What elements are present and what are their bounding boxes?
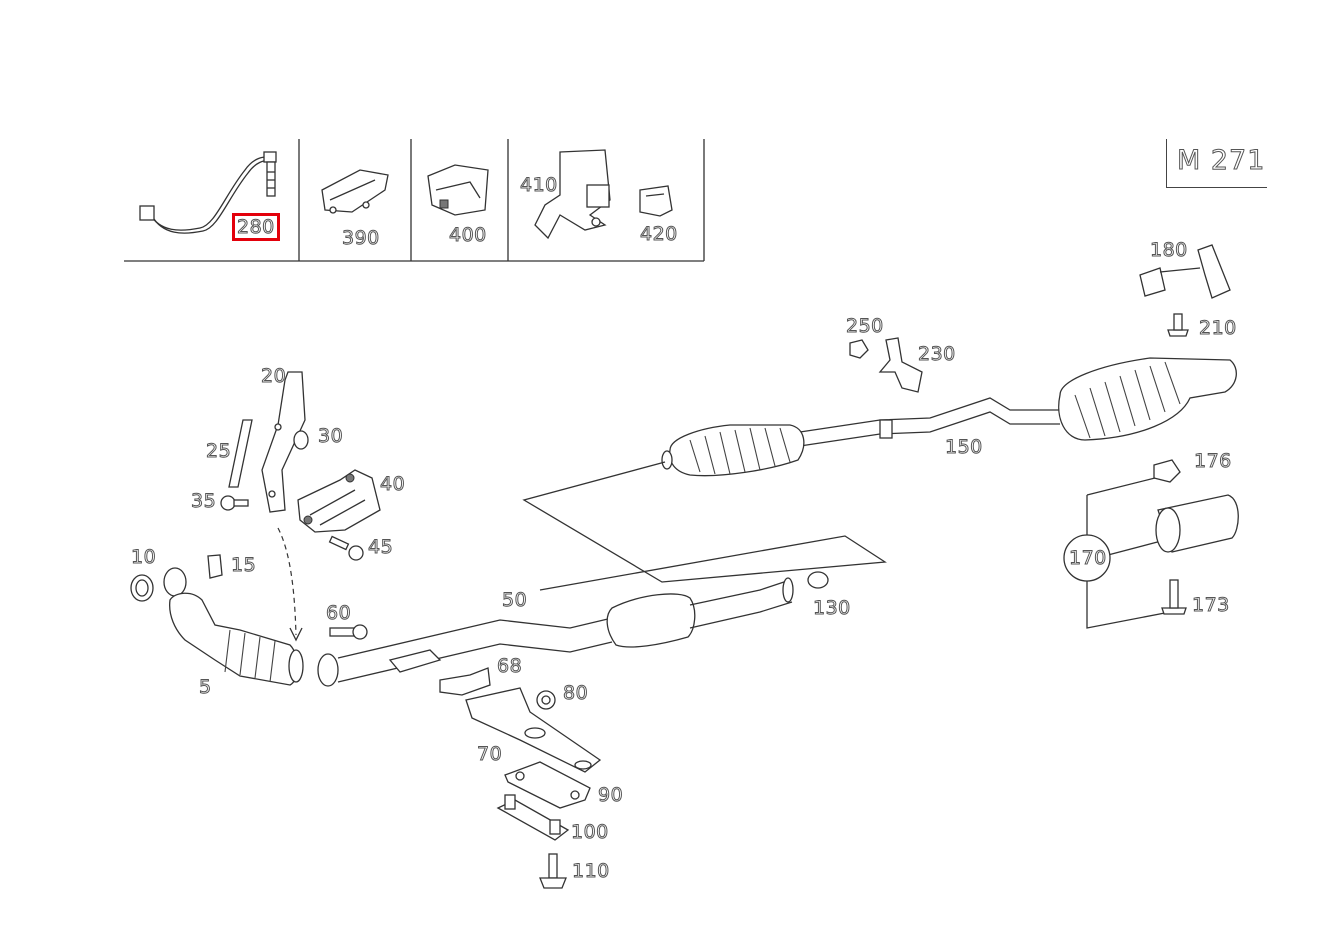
part-label-15[interactable]: 15 [230, 554, 257, 576]
part-label-70[interactable]: 70 [476, 743, 503, 765]
bracket-20-part[interactable] [261, 371, 306, 513]
part-label-180[interactable]: 180 [1150, 239, 1188, 261]
part-label-173[interactable]: 173 [1192, 594, 1230, 616]
tailpipe-170-part[interactable] [1063, 477, 1239, 629]
bracket-70-part[interactable] [465, 687, 602, 773]
part-label-40[interactable]: 40 [379, 473, 406, 495]
part-label-35[interactable]: 35 [190, 490, 217, 512]
part-label-150[interactable]: 150 [945, 436, 983, 458]
part-label-130[interactable]: 130 [813, 597, 851, 619]
part-label-45[interactable]: 45 [367, 536, 394, 558]
part-label-250[interactable]: 250 [846, 315, 884, 337]
part-label-10[interactable]: 10 [130, 546, 157, 568]
bushing-30-part[interactable] [293, 430, 309, 450]
part-label-50[interactable]: 50 [501, 589, 528, 611]
highlight-box [232, 213, 280, 241]
screw-110-part[interactable] [539, 853, 567, 889]
rubber-hanger-180-part[interactable] [1139, 244, 1231, 299]
callout-lines [522, 461, 887, 591]
bracket-390-part[interactable] [321, 169, 389, 214]
clip-176-part[interactable] [1153, 459, 1181, 483]
part-label-280[interactable]: 280 [237, 216, 275, 238]
link-rod-25-part[interactable] [228, 419, 253, 488]
clip-68-part[interactable] [439, 667, 491, 696]
clip-420-part[interactable] [639, 185, 673, 217]
screw-210-part[interactable] [1167, 313, 1189, 337]
rubber-block-100-part[interactable] [496, 794, 570, 841]
plate-90-part[interactable] [504, 761, 591, 809]
part-label-100[interactable]: 100 [571, 821, 609, 843]
nut-250-part[interactable] [849, 339, 869, 359]
gasket-10-part[interactable] [130, 574, 154, 602]
part-label-170[interactable]: 170 [1069, 547, 1107, 569]
bolt-60-part[interactable] [329, 624, 368, 640]
part-label-60[interactable]: 60 [325, 602, 352, 624]
nut-15-part[interactable] [207, 554, 223, 579]
part-label-400[interactable]: 400 [449, 224, 487, 246]
screw-173-part[interactable] [1161, 579, 1187, 615]
engine-code-label: M 271 [1176, 145, 1266, 177]
bolt-35-part[interactable] [220, 495, 249, 511]
dashed-arrow [277, 527, 303, 642]
bracket-400-part[interactable] [427, 164, 489, 216]
part-label-390[interactable]: 390 [342, 227, 380, 249]
rear-silencer-150-part[interactable] [661, 357, 1237, 477]
nut-80-part[interactable] [536, 690, 556, 710]
part-label-410[interactable]: 410 [520, 174, 558, 196]
part-label-25[interactable]: 25 [205, 440, 232, 462]
part-label-230[interactable]: 230 [918, 343, 956, 365]
part-label-30[interactable]: 30 [317, 425, 344, 447]
part-label-90[interactable]: 90 [597, 784, 624, 806]
part-label-68[interactable]: 68 [496, 655, 523, 677]
bracket-410-part[interactable] [534, 149, 611, 240]
part-label-5[interactable]: 5 [199, 676, 212, 698]
part-label-110[interactable]: 110 [572, 860, 610, 882]
hanger-230-part[interactable] [878, 337, 923, 393]
parts-box-frame [124, 139, 705, 262]
part-label-420[interactable]: 420 [640, 223, 678, 245]
part-label-176[interactable]: 176 [1194, 450, 1232, 472]
oxygen-sensor-part[interactable] [139, 151, 277, 234]
bolt-45-part[interactable] [328, 535, 364, 561]
engine-code-box: M 271 [1166, 139, 1267, 188]
mount-bracket-40-part[interactable] [297, 469, 381, 533]
part-label-80[interactable]: 80 [562, 682, 589, 704]
clamp-130-part[interactable] [807, 571, 829, 589]
front-pipe-50-part[interactable] [317, 577, 794, 687]
part-label-210[interactable]: 210 [1199, 317, 1237, 339]
part-label-20[interactable]: 20 [260, 365, 287, 387]
catalytic-converter-5-part[interactable] [163, 567, 304, 686]
